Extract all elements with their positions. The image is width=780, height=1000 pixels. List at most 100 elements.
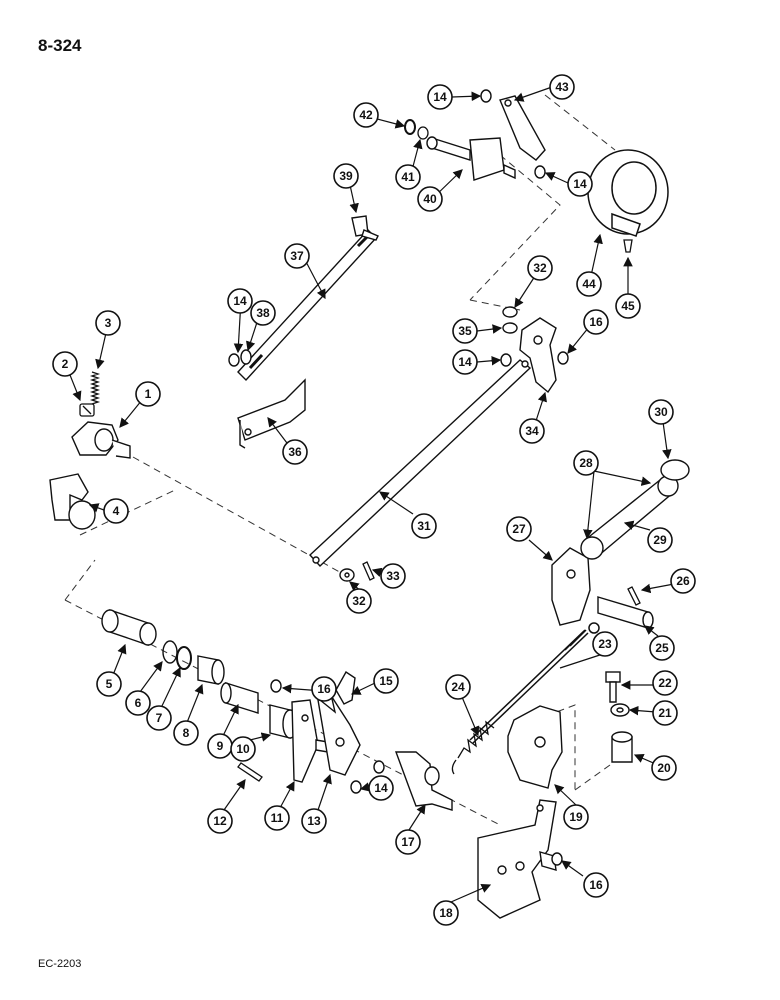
callout-num: 1 [145,387,152,401]
callout-num: 9 [217,739,224,753]
callout-num: 29 [653,533,667,547]
washer-14-top-right [534,165,546,179]
callout-num: 15 [379,674,393,688]
callout-bubbles [52,74,696,926]
callout-13 [301,808,327,834]
callout-num: 16 [317,682,331,696]
callout-num: 3 [105,316,112,330]
part-18-mounting-plate [477,799,557,919]
part-22-bolt [605,671,621,703]
callout-num: 27 [512,522,526,536]
callout-num: 18 [439,906,453,920]
callout-num: 12 [213,814,227,828]
callout-7 [146,705,172,731]
callout-num: 16 [589,315,603,329]
part-21-washer [610,703,630,717]
part-32-washer-lower [339,568,355,582]
part-27-lever [551,547,591,626]
part-34-bellcrank [519,317,557,394]
callout-num: 32 [533,261,547,275]
part-45-screw [623,239,633,253]
callout-33 [380,563,406,589]
callout-num: 19 [569,810,583,824]
part-31-long-link [309,359,532,567]
callout-17 [395,829,421,855]
callout-num: 25 [655,641,669,655]
callout-num: 20 [657,761,671,775]
part-19-bracket [507,705,563,789]
washer-14-mid [500,353,512,367]
callout-43 [549,74,575,100]
callout-num: 34 [525,424,539,438]
part-36-block [237,378,306,449]
callout-num: 4 [113,504,120,518]
part-26-roll-pin [627,586,641,606]
washer-14-left [228,353,240,367]
part-8-bushing [197,655,225,685]
callout-8 [173,720,199,746]
part-39-stud [351,215,379,241]
callout-27 [506,516,532,542]
part-5-sleeve [101,609,157,646]
callout-num: 32 [352,594,366,608]
callout-35 [452,318,478,344]
washer-16-mid [557,351,569,365]
part-1-lever-hub [71,421,131,459]
washer-16-bottom [551,852,563,866]
part-23-control-rod [469,622,600,744]
callout-6 [125,690,151,716]
callout-num: 39 [339,169,353,183]
callout-45 [615,293,641,319]
part-29-shaft [580,475,679,560]
callout-23 [592,631,618,657]
callout-numbers: 1 2 3 4 5 6 7 8 9 10 11 12 13 14 14 14 1… [62,80,690,920]
callout-num: 33 [386,569,400,583]
callout-3 [95,310,121,336]
callout-num: 38 [256,306,270,320]
part-30-end-cap [660,459,690,481]
callout-10 [230,736,256,762]
part-7-snap-ring [176,646,192,670]
part-3-spring [89,371,101,405]
callout-num: 8 [183,726,190,740]
part-24-spring [451,720,495,775]
part-42-snap-ring [404,119,416,135]
callout-41 [395,164,421,190]
callout-num: 17 [401,835,415,849]
part-41-o-ring [417,126,429,140]
callout-31 [411,513,437,539]
callout-11 [264,805,290,831]
callout-num: 13 [307,814,321,828]
callout-28 [573,450,599,476]
callout-num: 16 [589,878,603,892]
part-44-cam-collar [587,149,669,237]
callout-num: 14 [573,177,587,191]
washer-16-lower [270,679,282,693]
part-6-ring [162,640,178,664]
callout-1 [135,381,161,407]
callout-34 [519,418,545,444]
callout-num: 43 [555,80,569,94]
callout-num: 7 [156,711,163,725]
part-40-shaft [426,136,516,181]
callout-20 [651,755,677,781]
callout-num: 40 [423,192,437,206]
callout-39 [333,163,359,189]
callout-num: 24 [451,680,465,694]
callout-30 [648,399,674,425]
callout-32-b [346,588,372,614]
callout-16-b [583,309,609,335]
callout-32-a [527,255,553,281]
callout-num: 14 [433,90,447,104]
callout-15 [373,668,399,694]
callout-5 [96,671,122,697]
callout-2 [52,351,78,377]
callout-num: 21 [658,706,672,720]
part-12-roll-pin [237,762,263,782]
callout-num: 11 [271,811,284,825]
washer-14-top-left [480,89,492,103]
washer-14-lower-b [373,760,385,774]
callout-num: 30 [654,405,668,419]
callout-num: 31 [417,519,431,533]
